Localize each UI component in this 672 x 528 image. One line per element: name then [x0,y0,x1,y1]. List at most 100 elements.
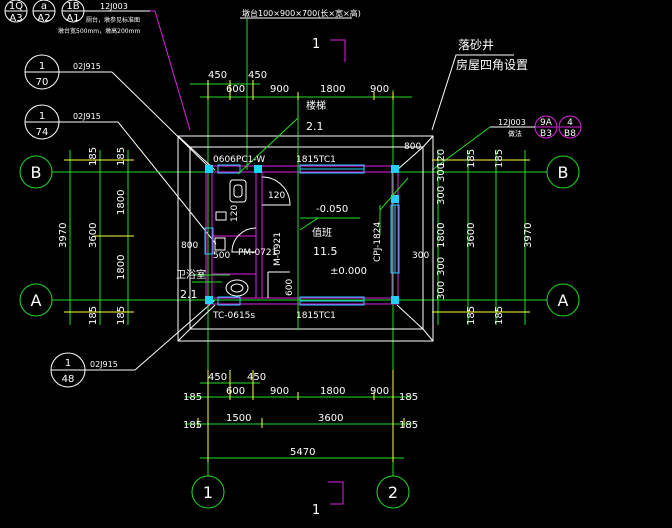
section-mark-top-label: 1 [312,37,320,52]
axis-A-right: A [546,283,580,317]
building-outline [177,135,434,342]
left-dim-185b: 185 [116,147,127,166]
right-dim-185c: 185 [494,149,505,168]
ref-1-74-std: 02J915 [73,112,101,121]
door-label-pm0721: PM-0721 [238,248,277,258]
axis-B-left: B [19,155,53,189]
door-label-m0921: M-0921 [273,232,283,266]
bottom-dim-450a: 450 [208,372,227,383]
axis-A-right-label: A [558,291,569,310]
bottom-dim-185d: 185 [399,420,418,431]
inner-dim-120b: 120 [230,205,240,222]
left-dimensions: 185 185 1800 1800 3600 3970 185 185 [58,147,134,325]
door-label-cpj1824: CPJ-1824 [373,222,383,262]
right-dim-300c: 300 [436,257,447,276]
bath-level: 2.1 [180,288,198,301]
ref-1-70-top: 1 [39,61,45,72]
bottom-dim-3600: 3600 [318,413,343,424]
topleft-note: 厕台，墩参见标准图 [86,16,140,24]
axis-2-label: 2 [388,483,398,502]
bottom-dim-total: 5470 [290,447,315,458]
bottom-dim-600: 600 [226,386,245,397]
left-dim-185d: 185 [116,306,127,325]
level-zero: ±0.000 [330,266,367,277]
left-dim-185a: 185 [88,147,99,166]
axis-2-bottom: 2 [376,475,410,509]
ref-a-top: a [41,1,47,12]
window-label-bottom-1815: 1815TC1 [296,311,336,321]
axis-1-label: 1 [203,483,213,502]
basin-fixture [214,237,249,297]
bottom-dim-1500: 1500 [226,413,251,424]
ref-1-48-std: 02J915 [90,360,118,369]
toilet-fixture [215,179,247,221]
stair-label: 楼梯 [306,99,326,112]
ref-1B-bottom: A1 [66,13,79,24]
ref-4-bottom: B8 [564,129,576,139]
exterior-walls [205,165,399,305]
top-dim-900a: 900 [270,84,289,95]
inner-dim-120a: 120 [268,191,285,201]
index-ref-group-topright: 9A B3 4 B8 12J003 做法 [431,115,582,171]
axis-B-left-label: B [31,163,42,182]
ref-9A-bottom: B3 [540,129,552,139]
index-ref-group-topleft: 1Q A3 a A2 1B A1 12J003 厕台，墩参见标准图 墩台宽500… [4,0,191,131]
axis-1-bottom: 1 [191,475,225,509]
inner-dim-600: 600 [285,279,295,296]
columns [205,165,399,304]
bath-label: 卫浴室 [176,268,206,281]
topleft-note2: 墩台宽500mm，墩高200mm [58,27,140,35]
door-swings [231,176,291,298]
right-dim-120: 120 [436,149,447,168]
bottom-dim-185c: 185 [183,420,202,431]
left-dim-3970: 3970 [58,223,69,248]
section-mark-bottom: 1 [312,481,344,518]
top-note: 墩台100×900×700(长×宽×高) [242,8,361,18]
bottom-dim-185a: 185 [183,392,202,403]
top-dimensions: 450 450 600 900 1800 900 [190,70,412,100]
top-dim-450b: 450 [248,70,267,81]
inner-dim-300: 300 [412,251,429,261]
left-dim-185c: 185 [88,306,99,325]
ref-1-48-bottom: 48 [62,374,75,385]
section-mark-top: 1 [312,37,346,62]
topright-std: 12J003 [498,118,526,127]
hall-area: 11.5 [313,245,338,258]
section-mark-bottom-label: 1 [312,503,320,518]
index-ref-1-74: 1 74 02J915 [24,104,217,245]
bottom-dim-450b: 450 [247,372,266,383]
left-dim-1800b: 1800 [116,255,127,280]
window-marks [204,164,400,306]
ref-1-70-bottom: 70 [36,77,49,88]
bottom-dim-1800: 1800 [320,386,345,397]
level-minus: -0.050 [316,204,348,215]
inner-dim-800b: 800 [404,142,421,152]
hall-label: 值班 [312,226,332,239]
bottom-dim-185b: 185 [399,392,418,403]
top-dim-1800: 1800 [320,84,345,95]
left-dim-3600: 3600 [88,223,99,248]
right-dim-300d: 300 [436,281,447,300]
right-dim-185d: 185 [494,306,505,325]
top-dim-900b: 900 [370,84,389,95]
index-ref-1-48: 1 48 02J915 [50,299,216,388]
ref-1-70-std: 02J915 [73,62,101,71]
ref-1-74-bottom: 74 [36,127,49,138]
index-ref-1-70: 1 70 02J915 [24,54,213,171]
top-dim-450a: 450 [208,70,227,81]
right-dim-185b: 185 [466,306,477,325]
window-label-0606: 0606PC1-W [213,155,265,165]
bottom-dimensions: 450 450 185 600 900 1800 900 185 185 150… [183,370,418,462]
right-dim-300a: 300 [436,163,447,182]
ref-1Q-top: 1Q [9,1,23,12]
window-label-tc0615: TC-0615s [212,311,255,321]
axis-B-right-label: B [558,163,569,182]
inner-dim-500: 500 [213,251,230,261]
axis-B-right: B [546,155,580,189]
topright-note: 做法 [508,129,522,138]
axis-A-left: A [19,283,53,317]
bottom-dim-900a: 900 [270,386,289,397]
right-dim-3600: 3600 [466,223,477,248]
roof-corner-label: 房屋四角设置 [456,57,528,72]
